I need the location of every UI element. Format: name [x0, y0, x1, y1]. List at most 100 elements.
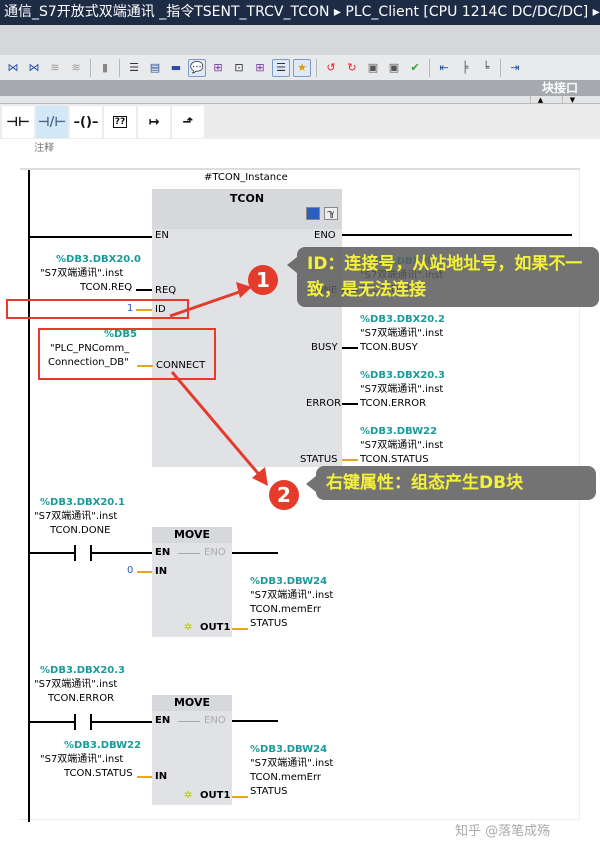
- move1-out-tag2: STATUS: [250, 618, 288, 629]
- go-to-error-prev-icon[interactable]: ↺: [326, 61, 336, 74]
- empty-box-button[interactable]: ??: [104, 106, 136, 138]
- step-into-icon[interactable]: ╘: [482, 61, 490, 74]
- normally-closed-contact-button[interactable]: ⊣/⊢: [36, 106, 68, 138]
- id-value[interactable]: 1: [127, 303, 134, 314]
- delete-network-icon[interactable]: ⋈: [28, 61, 40, 74]
- favorites-icon[interactable]: ★: [293, 58, 311, 77]
- move2-contact-address: %DB3.DBX20.3: [40, 665, 126, 676]
- toolbar-separator: [90, 58, 91, 77]
- output-coil-button[interactable]: –()–: [70, 106, 102, 138]
- move1-out-db: "S7双端通讯".inst: [250, 590, 334, 601]
- show-favorites-icon[interactable]: ▤: [149, 61, 161, 74]
- req-tag[interactable]: TCON.REQ: [80, 282, 133, 293]
- connect-highlight-box: [38, 328, 216, 380]
- download-comments-icon[interactable]: ⊡: [234, 61, 244, 74]
- move2-in-db: "S7双端通讯".inst: [40, 754, 124, 765]
- req-address: %DB3.DBX20.0: [56, 254, 142, 265]
- busy-wire: [342, 347, 358, 349]
- error-address: %DB3.DBX20.3: [360, 370, 446, 381]
- connect-address: %DB5: [104, 329, 137, 340]
- move1-out-tag[interactable]: TCON.memErr: [250, 604, 322, 615]
- step-over-icon[interactable]: ╞: [461, 61, 469, 74]
- move2-in-tag[interactable]: TCON.STATUS: [64, 768, 133, 779]
- move1-pin-en: EN: [155, 547, 171, 558]
- status-db: "S7双端通讯".inst: [360, 440, 444, 451]
- tcon-instance-label[interactable]: #TCON_Instance: [204, 172, 288, 183]
- callout-id-note: ID：连接号，从站地址号，如果不一致，是无法连接: [287, 247, 599, 307]
- pin-busy: BUSY: [311, 342, 338, 353]
- move2-in-wire: [137, 776, 152, 778]
- block-interface-label: 块接口: [541, 81, 578, 95]
- open-block-icon[interactable]: ▮: [101, 61, 109, 74]
- breakpoint-icon[interactable]: ⇥: [510, 61, 520, 74]
- toolbar-area: [0, 25, 600, 55]
- network-comments-icon[interactable]: ▬: [170, 61, 182, 74]
- show-comments-icon[interactable]: 💬: [188, 58, 206, 77]
- connect-tag[interactable]: Connection_DB": [48, 357, 129, 368]
- status-tag[interactable]: TCON.STATUS: [360, 454, 429, 465]
- toolbar-separator: [500, 58, 501, 77]
- rung-wire: [30, 236, 152, 238]
- move1-out-wire: [232, 628, 248, 630]
- download-tags-icon[interactable]: ⊞: [213, 61, 223, 74]
- download-networks-icon[interactable]: ⊞: [255, 61, 265, 74]
- move2-contact-db: "S7双端通讯".inst: [34, 679, 118, 690]
- move2-pin-eno: ENO: [204, 715, 226, 726]
- add-output-icon[interactable]: ✲: [184, 622, 193, 633]
- collapse-down-icon[interactable]: ▼: [562, 96, 582, 104]
- status-address: %DB3.DBW22: [360, 426, 438, 437]
- diagnostics-icon[interactable]: [306, 207, 320, 220]
- move2-pin-in: IN: [155, 771, 168, 782]
- expand-up-icon[interactable]: ▲: [530, 96, 550, 104]
- normally-open-contact-button[interactable]: ⊣⊢: [2, 106, 34, 138]
- move2-out-db: "S7双端通讯".inst: [250, 758, 334, 769]
- busy-tag[interactable]: TCON.BUSY: [360, 342, 418, 353]
- insert-row-icon[interactable]: ≋: [50, 61, 60, 74]
- insert-network-icon[interactable]: ⋈: [7, 61, 19, 74]
- move2-en-eno-line: [178, 721, 200, 722]
- pin-id: ID: [155, 304, 166, 315]
- editor-toolbar: ⋈ ⋈ ≋ ≋ ▮ ☰ ▤ ▬ 💬 ⊞ ⊡ ⊞ ☰ ★ ↺ ↻ ▣ ▣ ✔ ⇤ …: [0, 55, 600, 80]
- add-output-icon[interactable]: ✲: [184, 790, 193, 801]
- move1-contact-address: %DB3.DBX20.1: [40, 497, 126, 508]
- move2-contact-tag[interactable]: TCON.ERROR: [48, 693, 115, 704]
- rung-wire: [92, 721, 152, 723]
- move1-block[interactable]: MOVE: [152, 527, 232, 637]
- move2-contact[interactable]: [74, 714, 92, 730]
- move1-out-address: %DB3.DBW24: [250, 576, 328, 587]
- compile-check-icon[interactable]: ✔: [410, 61, 420, 74]
- move1-pin-in: IN: [155, 566, 168, 577]
- connect-wire: [137, 365, 153, 367]
- absolute-operands-icon[interactable]: ☰: [129, 61, 139, 74]
- eno-wire: [232, 552, 278, 554]
- append-row-icon[interactable]: ≋: [71, 61, 81, 74]
- pin-error: ERROR: [306, 398, 342, 409]
- move1-in-value[interactable]: 0: [127, 565, 134, 576]
- move1-title: MOVE: [152, 527, 232, 543]
- move2-out-address: %DB3.DBW24: [250, 744, 328, 755]
- close-branch-button[interactable]: ⬏: [172, 106, 204, 138]
- open-branch-button[interactable]: ↦: [138, 106, 170, 138]
- monitor-icon[interactable]: ▣: [367, 61, 379, 74]
- move2-block[interactable]: MOVE: [152, 695, 232, 805]
- rung-wire: [30, 552, 74, 554]
- eno-wire: [232, 720, 278, 722]
- id-wire: [136, 309, 152, 311]
- move2-out-tag[interactable]: TCON.memErr: [250, 772, 322, 783]
- call-hierarchy-icon[interactable]: ⇤: [439, 61, 449, 74]
- block-interface-bar[interactable]: 块接口: [0, 80, 600, 96]
- move2-out-tag2: STATUS: [250, 786, 288, 797]
- stethoscope-icon[interactable]: ℽ: [324, 207, 338, 220]
- annotation-badge-2: 2: [269, 480, 299, 510]
- monitor-all-icon[interactable]: ▣: [388, 61, 400, 74]
- annotation-badge-1: 1: [248, 265, 278, 295]
- error-tag[interactable]: TCON.ERROR: [360, 398, 427, 409]
- rung-wire: [30, 721, 74, 723]
- move1-contact-tag[interactable]: TCON.DONE: [50, 525, 111, 536]
- move1-contact[interactable]: [74, 545, 92, 561]
- go-to-error-next-icon[interactable]: ↻: [347, 61, 357, 74]
- list-icon[interactable]: ☰: [272, 58, 290, 77]
- interface-splitter[interactable]: ▲ ▼: [0, 96, 600, 104]
- watermark: 知乎 @落笔成殇: [455, 824, 551, 839]
- network-comment[interactable]: 注释: [34, 143, 54, 154]
